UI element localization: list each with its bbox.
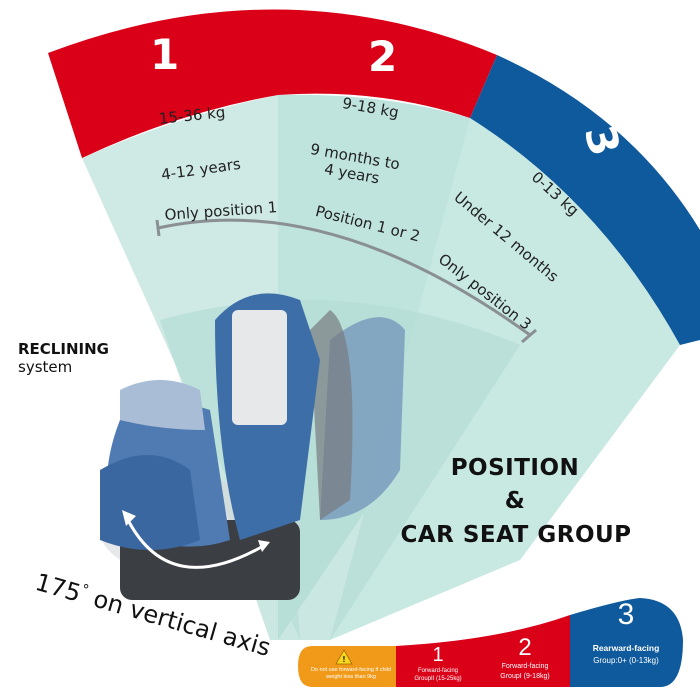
legend-3-number: 3 <box>617 598 635 631</box>
group-1-number: 1 <box>150 30 180 79</box>
legend-warning-text: Do not use forward-facing if child weigh… <box>310 667 392 680</box>
heading-line1: POSITION <box>450 455 580 481</box>
fan-segment-3 <box>330 118 680 640</box>
legend-1-number: 1 <box>432 644 444 666</box>
group-2-number: 2 <box>368 32 398 81</box>
legend-3-line1: Rearward-facing <box>592 643 660 653</box>
position-arc[interactable] <box>157 218 531 337</box>
car-seat-image <box>100 293 405 600</box>
legend-2-line1: Forward-facing <box>501 663 549 670</box>
heading-line2: & <box>504 488 526 514</box>
group-1-2-band <box>48 9 497 158</box>
legend-3-line2: Group:0+ (0-13kg) <box>593 656 659 665</box>
group-3-band <box>470 55 700 345</box>
legend-1-line2: GroupII (15-25kg) <box>414 676 462 682</box>
reclining-title: RECLINING <box>18 340 109 358</box>
heading-line3: CAR SEAT GROUP <box>400 522 632 548</box>
legend-1-line1: Forward-facing <box>417 668 458 674</box>
legend-2-line2: GroupI (9-18kg) <box>500 673 550 680</box>
legend-2-number: 2 <box>518 634 532 661</box>
reclining-subtitle: system <box>18 358 73 376</box>
